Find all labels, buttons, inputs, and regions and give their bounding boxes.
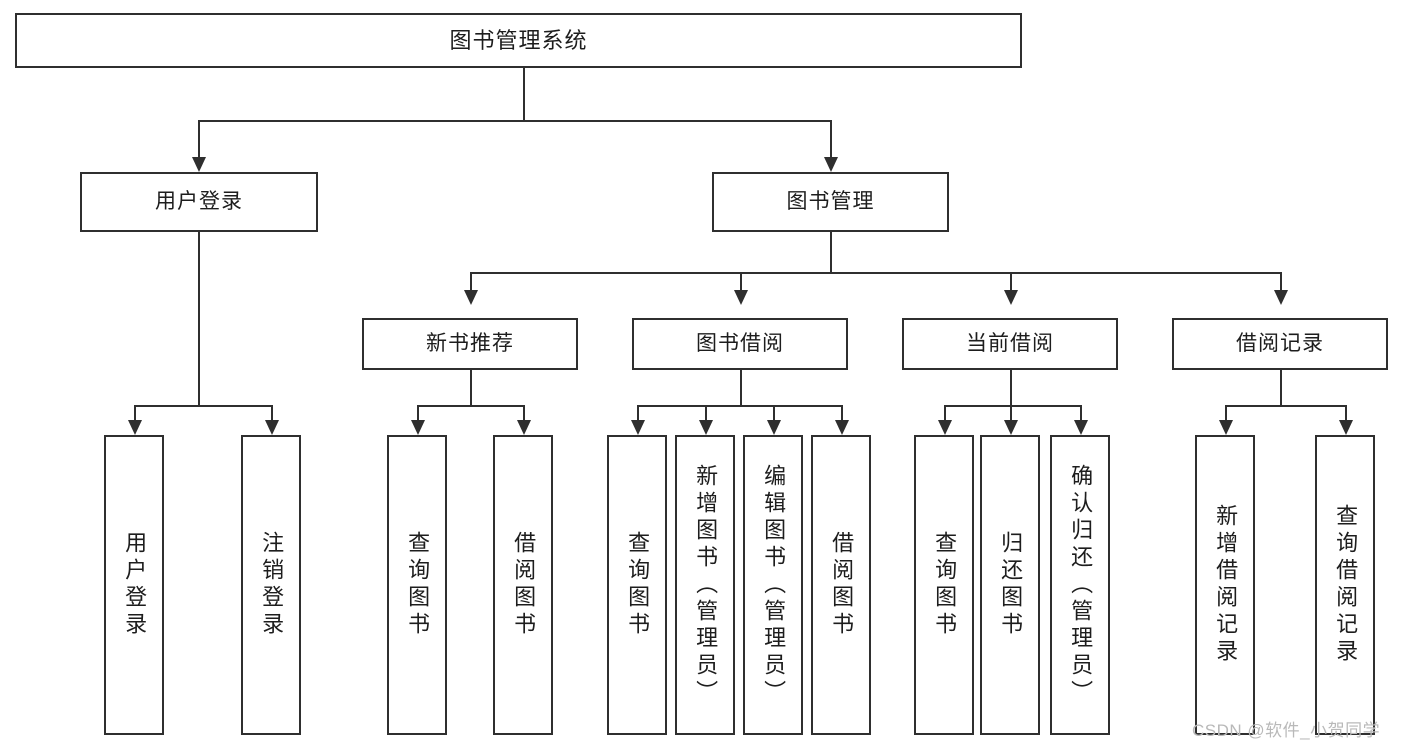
watermark: CSDN @软件_小贺同学	[1192, 721, 1381, 740]
node-label: 注销登录	[259, 531, 285, 639]
connector-current-borrow-drop-2	[1010, 405, 1012, 423]
node-leaf-borrow-book[interactable]: 借阅图书	[811, 435, 871, 735]
node-label: 当前借阅	[966, 331, 1054, 355]
node-leaf-add-borrow-record[interactable]: 新增借阅记录	[1195, 435, 1255, 735]
connector-user-login-stem	[198, 232, 200, 405]
connector-book-borrow-drop-2	[705, 405, 707, 423]
connector-root-stem	[523, 68, 525, 120]
node-label: 图书借阅	[696, 331, 784, 355]
connector-borrow-record-stem	[1280, 370, 1282, 405]
arrow-user-login-leaf-1	[128, 420, 142, 435]
connector-book-borrow-drop-1	[637, 405, 639, 423]
node-leaf-return-book[interactable]: 归还图书	[980, 435, 1040, 735]
connector-new-book-stem	[470, 370, 472, 405]
connector-root-to-book-manage	[830, 120, 832, 157]
arrow-borrow-record-leaf-1	[1219, 420, 1233, 435]
node-label: 用户登录	[122, 531, 148, 639]
node-leaf-query-book-current[interactable]: 查询图书	[914, 435, 974, 735]
connector-borrow-record-drop-1	[1225, 405, 1227, 423]
connector-current-borrow-stem	[1010, 370, 1012, 405]
node-label: 确认归还（管理员）	[1068, 463, 1094, 707]
arrow-borrow-record-leaf-2	[1339, 420, 1353, 435]
node-leaf-query-book[interactable]: 查询图书	[607, 435, 667, 735]
node-label: 查询借阅记录	[1333, 504, 1359, 666]
connector-book-borrow-stem	[740, 370, 742, 405]
connector-user-login-drop-1	[134, 405, 136, 423]
arrow-book-borrow-leaf-2	[699, 420, 713, 435]
node-label: 查询图书	[405, 531, 431, 639]
node-label: 借阅图书	[829, 531, 855, 639]
connector-root-to-user-login	[198, 120, 200, 157]
node-new-book-recommend[interactable]: 新书推荐	[362, 318, 578, 370]
node-leaf-user-login[interactable]: 用户登录	[104, 435, 164, 735]
node-book-borrow[interactable]: 图书借阅	[632, 318, 848, 370]
node-leaf-query-book-recommend[interactable]: 查询图书	[387, 435, 447, 735]
node-leaf-borrow-book-recommend[interactable]: 借阅图书	[493, 435, 553, 735]
arrow-new-book-leaf-2	[517, 420, 531, 435]
connector-new-book-bar	[417, 405, 523, 407]
connector-book-borrow-drop-3	[773, 405, 775, 423]
node-borrow-record[interactable]: 借阅记录	[1172, 318, 1388, 370]
node-label: 图书管理	[786, 189, 875, 213]
arrow-user-login-leaf-2	[265, 420, 279, 435]
node-book-management[interactable]: 图书管理	[712, 172, 949, 232]
arrow-to-book-borrow	[734, 290, 748, 305]
node-leaf-add-book-admin[interactable]: 新增图书（管理员）	[675, 435, 735, 735]
connector-book-manage-drop-2	[740, 272, 742, 292]
connector-book-borrow-drop-4	[841, 405, 843, 423]
node-current-borrow[interactable]: 当前借阅	[902, 318, 1118, 370]
arrow-new-book-leaf-1	[411, 420, 425, 435]
node-label: 归还图书	[998, 531, 1024, 639]
connector-current-borrow-drop-1	[944, 405, 946, 423]
node-root-system[interactable]: 图书管理系统	[15, 13, 1022, 68]
arrow-current-borrow-leaf-1	[938, 420, 952, 435]
connector-user-login-drop-2	[271, 405, 273, 423]
connector-book-manage-bar	[470, 272, 1280, 274]
connector-book-borrow-bar	[637, 405, 841, 407]
node-label: 新书推荐	[426, 331, 514, 355]
node-leaf-logout[interactable]: 注销登录	[241, 435, 301, 735]
node-label: 查询图书	[625, 531, 651, 639]
connector-new-book-drop-1	[417, 405, 419, 423]
node-label: 借阅图书	[511, 531, 537, 639]
node-label: 新增图书（管理员）	[693, 463, 719, 707]
connector-borrow-record-drop-2	[1345, 405, 1347, 423]
connector-new-book-drop-2	[523, 405, 525, 423]
connector-current-borrow-drop-3	[1080, 405, 1082, 423]
node-user-login[interactable]: 用户登录	[80, 172, 318, 232]
connector-borrow-record-bar	[1225, 405, 1345, 407]
arrow-root-to-book-manage	[824, 157, 838, 172]
node-label: 图书管理系统	[449, 27, 588, 53]
arrow-book-borrow-leaf-4	[835, 420, 849, 435]
connector-book-manage-stem	[830, 232, 832, 272]
connector-book-manage-drop-1	[470, 272, 472, 292]
arrow-to-current-borrow	[1004, 290, 1018, 305]
node-label: 新增借阅记录	[1213, 504, 1239, 666]
arrow-current-borrow-leaf-2	[1004, 420, 1018, 435]
node-label: 用户登录	[155, 189, 243, 213]
node-label: 编辑图书（管理员）	[761, 463, 787, 707]
node-leaf-confirm-return-admin[interactable]: 确认归还（管理员）	[1050, 435, 1110, 735]
arrow-current-borrow-leaf-3	[1074, 420, 1088, 435]
connector-current-borrow-bar	[944, 405, 1080, 407]
node-leaf-query-borrow-record[interactable]: 查询借阅记录	[1315, 435, 1375, 735]
arrow-to-new-book-recommend	[464, 290, 478, 305]
connector-book-manage-drop-4	[1280, 272, 1282, 292]
node-label: 查询图书	[932, 531, 958, 639]
connector-root-bar	[198, 120, 830, 122]
arrow-root-to-user-login	[192, 157, 206, 172]
arrow-to-borrow-record	[1274, 290, 1288, 305]
connector-book-manage-drop-3	[1010, 272, 1012, 292]
connector-user-login-bar	[134, 405, 272, 407]
node-leaf-edit-book-admin[interactable]: 编辑图书（管理员）	[743, 435, 803, 735]
arrow-book-borrow-leaf-1	[631, 420, 645, 435]
arrow-book-borrow-leaf-3	[767, 420, 781, 435]
node-label: 借阅记录	[1236, 331, 1324, 355]
